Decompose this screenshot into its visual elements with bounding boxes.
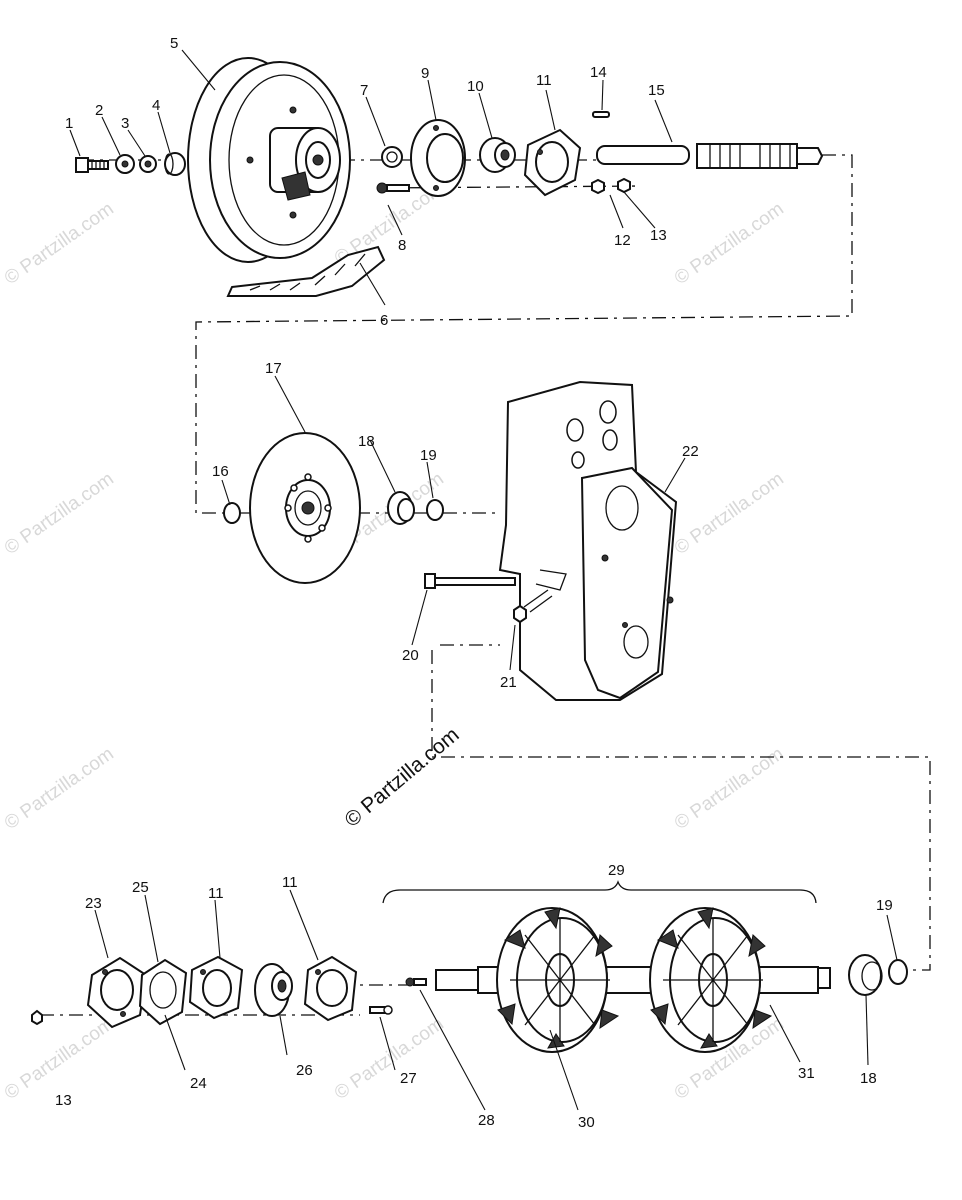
bottom-assembly [31,880,908,1053]
callout-23: 23 [85,895,102,912]
leader-lines [69,49,898,1111]
callout-11: 11 [536,72,552,89]
callout-10: 10 [467,78,484,95]
callout-20: 20 [402,647,419,664]
callout-13: 13 [650,227,667,244]
long-bolt-part [424,573,516,589]
o-ring-part [888,959,908,985]
callout-29: 29 [608,862,625,879]
o-ring-part [426,499,444,521]
lock-washer-part [139,155,157,173]
brake-disc-part [249,432,361,584]
watermark-tile: © Partzilla.com [331,1013,448,1104]
bearing-flange-part [86,956,148,1029]
callout-8: 8 [398,237,406,254]
top-assembly [75,57,853,514]
lock-nut-part [31,1009,43,1026]
callout-6: 6 [380,312,388,329]
watermark-tile: © Partzilla.com [671,198,788,289]
screw-part [369,1005,393,1015]
bearing-part [479,137,516,173]
callout-28: 28 [478,1112,495,1129]
shim-washer-part [381,146,403,168]
watermark-tile: © Partzilla.com [1,743,118,834]
drive-belt-part [226,245,386,297]
callout-26: 26 [296,1062,313,1079]
washer-part [115,154,135,174]
screw-part [405,977,427,987]
jackshaft-part [596,143,824,169]
callout-30: 30 [578,1114,595,1131]
callout-17: 17 [265,360,282,377]
main-watermark: © Partzilla.com [340,723,463,832]
callout-21: 21 [500,674,517,691]
callout-18b: 18 [860,1070,877,1087]
screw-part [376,182,410,194]
callout-1: 1 [65,115,73,132]
watermark-tile: © Partzilla.com [1,198,118,289]
secondary-sheave-part [187,57,351,263]
watermark-tile: © Partzilla.com [1,468,118,559]
flange-part [188,955,244,1020]
bearing-part [254,963,293,1017]
connector-middle-to-bottom [431,644,931,971]
chaincase-part [498,380,678,701]
callout-2: 2 [95,102,103,119]
bearing-part [848,954,883,996]
bolt-part [75,157,109,173]
callout-18: 18 [358,433,375,450]
callout-3: 3 [121,115,129,132]
callout-5: 5 [170,35,178,52]
flange-part [303,955,358,1022]
drive-sprocket-part [649,907,773,1053]
callout-31: 31 [798,1065,815,1082]
callout-9: 9 [421,65,429,82]
bearing-part [387,491,415,525]
callout-15: 15 [648,82,665,99]
callout-19b: 19 [876,897,893,914]
callout-16: 16 [212,463,229,480]
o-ring-part [223,502,241,524]
watermark-tile: © Partzilla.com [1,1013,118,1104]
nut-part [591,178,605,195]
nut-part [513,589,553,624]
group-bracket [382,880,817,904]
callout-11c: 11 [282,874,298,891]
callout-24: 24 [190,1075,207,1092]
callout-11b: 11 [208,885,224,902]
callout-7: 7 [360,82,368,99]
callout-13b: 13 [55,1092,72,1109]
spacer-part [164,152,186,176]
drive-shaft-assembly-part [382,880,831,1053]
callout-22: 22 [682,443,699,460]
callout-12: 12 [614,232,631,249]
lock-nut-part [617,177,631,194]
callout-14: 14 [590,64,607,81]
callout-19: 19 [420,447,437,464]
callout-27: 27 [400,1070,417,1087]
key-part [592,111,610,118]
middle-assembly [223,380,931,971]
gasket-part [138,958,188,1026]
callout-25: 25 [132,879,149,896]
callout-labels: 1 2 3 4 5 6 7 8 9 10 11 12 13 14 15 16 1… [55,35,893,1131]
bearing-flange-part [410,119,466,197]
flange-part [523,128,582,197]
callout-4: 4 [152,97,160,114]
drive-sprocket-part [496,907,620,1053]
watermark-tile: © Partzilla.com [671,468,788,559]
